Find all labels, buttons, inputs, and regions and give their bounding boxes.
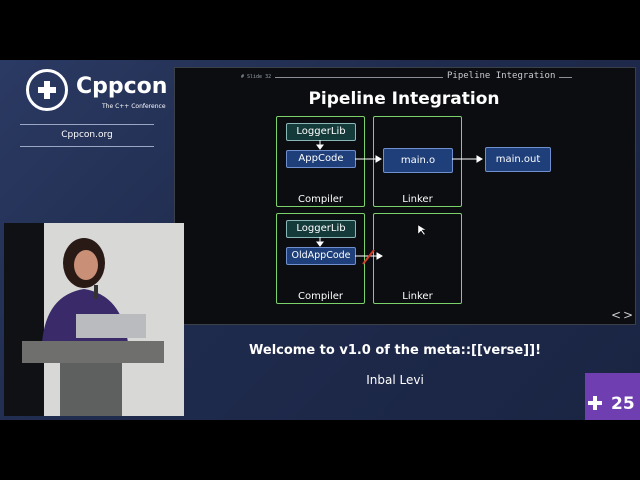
compiler-panel-bottom: LoggerLib OldAppCode Compiler [276,213,365,304]
talk-title: Welcome to v1.0 of the meta::[[verse]]! [249,343,541,358]
slide-header: Pipeline Integration [443,71,560,81]
badge-number: 25 [611,394,635,414]
flow-arrows [316,140,483,265]
cppcon-25-badge: 25 [585,373,640,420]
slide-number: # Slide 32 [237,74,276,80]
brand-subtitle: The C++ Conference [102,103,166,110]
compiler-label: Compiler [297,291,343,302]
linker-label: Linker [402,291,433,302]
brand-name: Cppcon [76,74,168,99]
broken-link-mark [362,249,375,265]
loggerlib-box: LoggerLib [286,220,356,238]
main-out-box: main.out [485,147,551,172]
slide-header-rule [247,77,572,78]
cppcon-logo-icon [26,69,68,111]
compiler-panel-top: LoggerLib AppCode Compiler [276,116,365,207]
stream-frame: Cppcon The C++ Conference Cppcon.org # S… [0,60,640,420]
linker-label: Linker [402,194,433,205]
speaker-name: Inbal Levi [366,373,424,387]
compiler-label: Compiler [297,194,343,205]
mouse-cursor-icon [417,224,427,236]
site-url: Cppcon.org [61,130,113,140]
loggerlib-box: LoggerLib [286,123,356,141]
linker-panel-bottom: Linker [373,213,462,304]
divider [20,124,154,125]
linker-panel-top: main.o Linker [373,116,462,207]
next-slide-button[interactable]: > [623,308,634,322]
main-o-box: main.o [383,148,453,173]
prev-slide-button[interactable]: < [611,308,622,322]
slide: # Slide 32 Pipeline Integration Pipeline… [174,67,636,325]
slide-title: Pipeline Integration [308,89,500,109]
speaker-camera [4,223,184,416]
speaker-video-image [4,223,184,416]
divider [20,146,154,147]
